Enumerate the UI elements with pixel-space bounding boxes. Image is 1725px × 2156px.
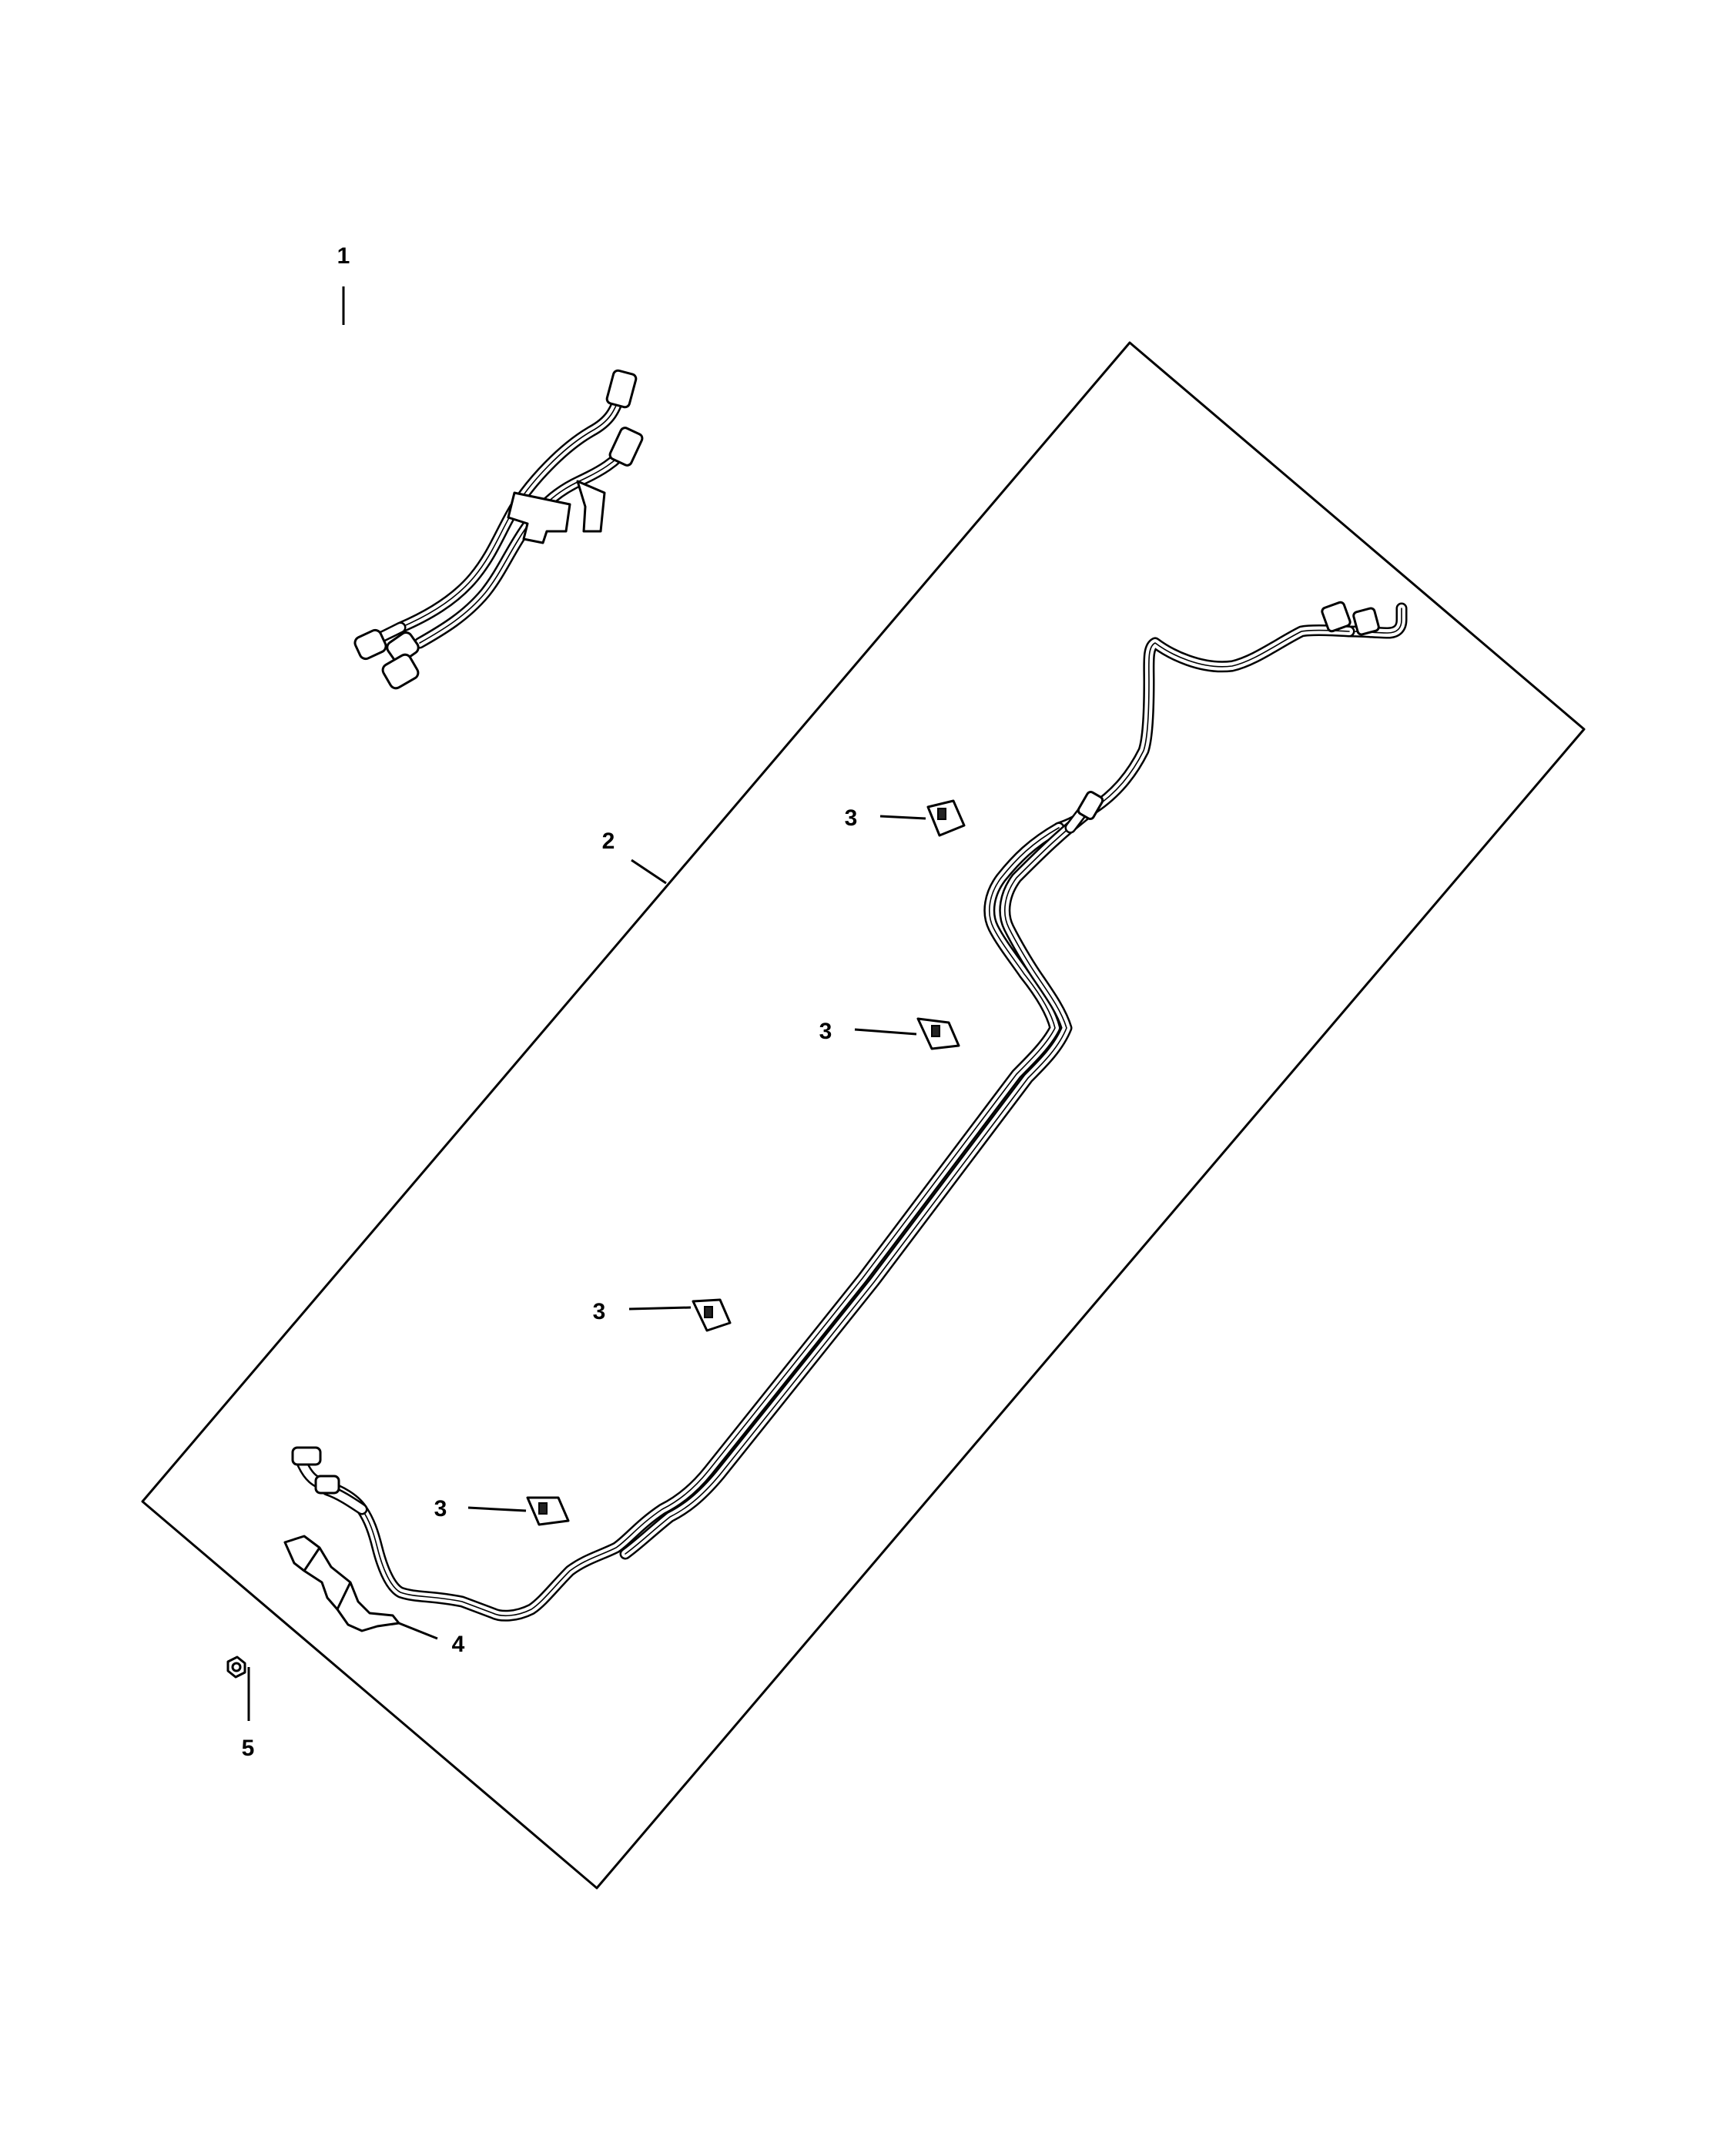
kit-boundary-box: [141, 341, 1586, 1890]
clip-lower[interactable]: [526, 1496, 570, 1526]
nut[interactable]: [226, 1656, 246, 1679]
fuel-line-bracket[interactable]: [283, 1535, 400, 1632]
callout-1: 1: [337, 243, 350, 269]
callout-3b: 3: [819, 1019, 832, 1044]
callout-3c: 3: [593, 1299, 606, 1324]
leader-line-2: [631, 859, 667, 885]
leader-line-3d: [467, 1506, 527, 1512]
leader-line-4: [398, 1622, 438, 1640]
callout-3a: 3: [845, 805, 858, 831]
callout-4: 4: [452, 1632, 465, 1657]
leader-line-3c: [628, 1306, 692, 1311]
leader-line-3a: [879, 815, 926, 820]
callout-5: 5: [242, 1736, 255, 1761]
callout-2: 2: [602, 829, 615, 854]
clip-upper[interactable]: [926, 799, 966, 837]
fuel-line-bundle[interactable]: [291, 601, 1408, 1622]
fuel-line-harness[interactable]: [353, 369, 644, 691]
callout-3d: 3: [434, 1496, 447, 1522]
clip-middle-upper[interactable]: [916, 1017, 960, 1050]
clip-middle-lower[interactable]: [692, 1298, 732, 1332]
leader-line-3b: [854, 1028, 917, 1036]
